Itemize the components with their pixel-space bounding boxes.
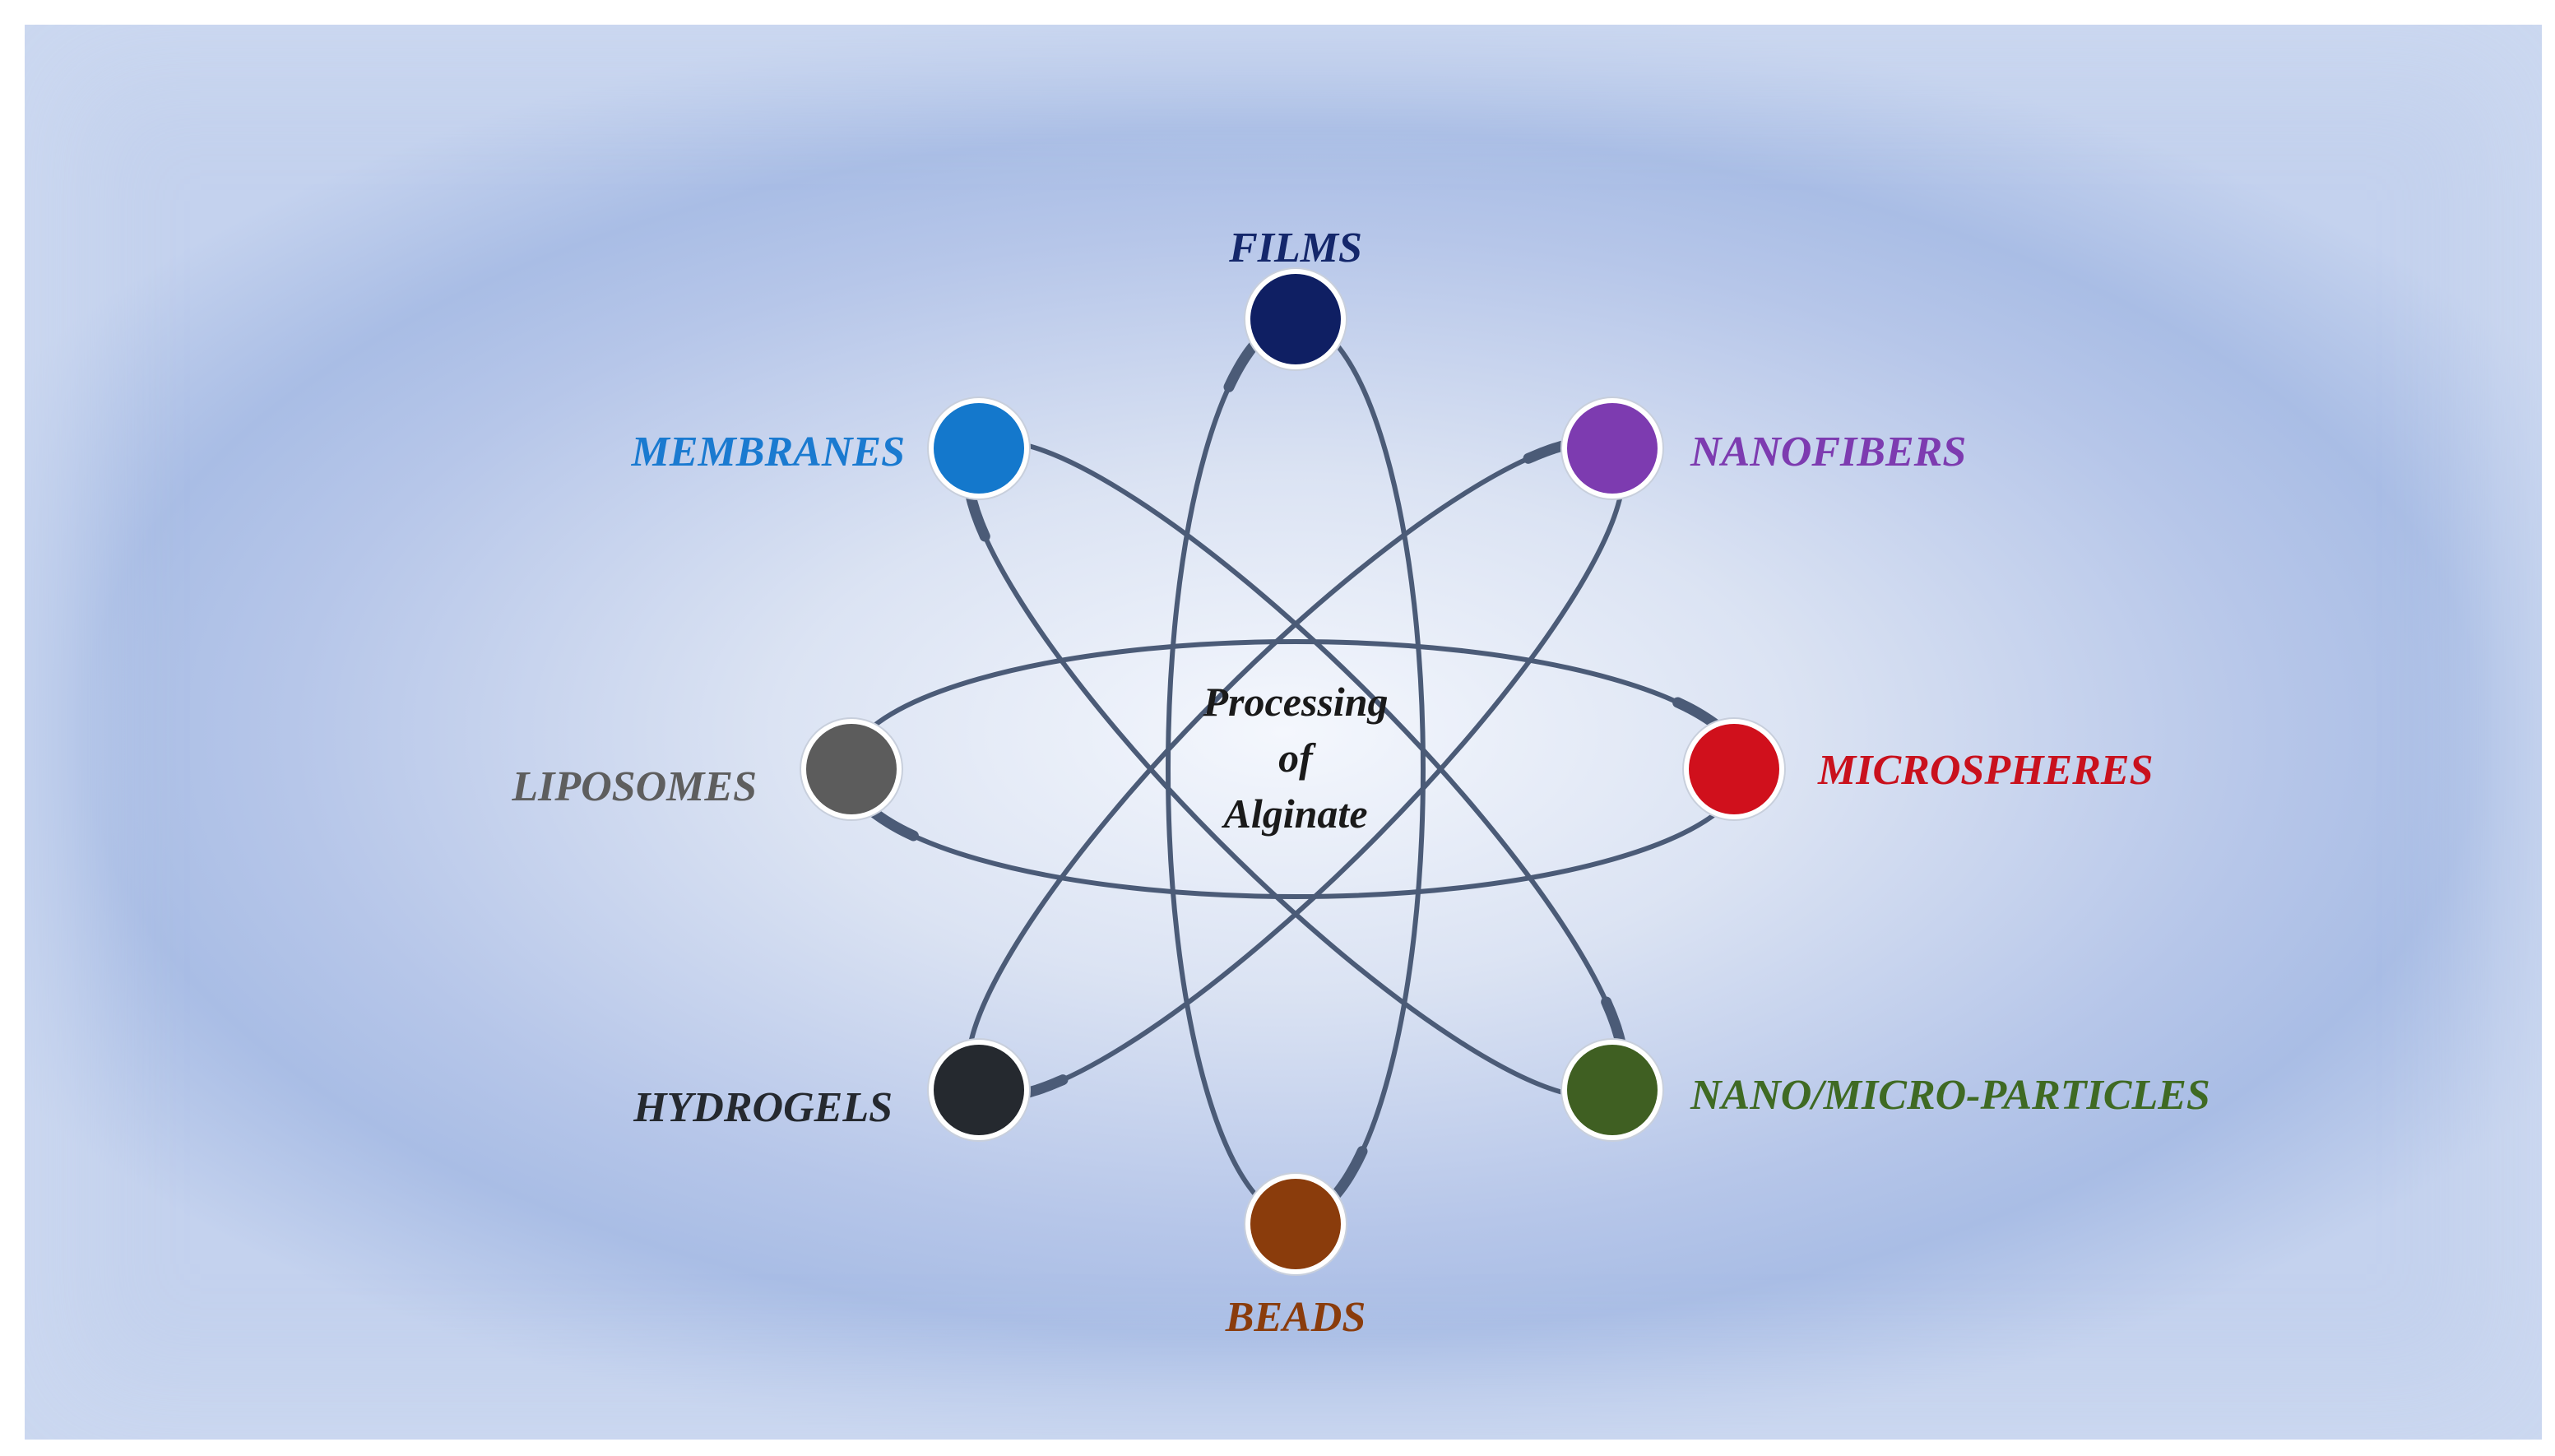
node-label-membranes: MEMBRANES: [631, 429, 905, 475]
center-label-line-1: Processing: [1203, 679, 1389, 725]
center-label-line-2: of: [1278, 735, 1316, 781]
center-label: Processing of Alginate: [1203, 679, 1389, 837]
node-dot-hydrogels: [934, 1045, 1024, 1135]
node-label-hydrogels: HYDROGELS: [633, 1084, 893, 1131]
node-beads: [1244, 1172, 1347, 1276]
node-nanofibers: [1560, 396, 1664, 500]
node-group: [800, 267, 1786, 1276]
node-nanomicroparticles: [1560, 1038, 1664, 1142]
node-label-films: FILMS: [1228, 225, 1362, 271]
node-dot-membranes: [934, 403, 1024, 494]
node-hydrogels: [927, 1038, 1031, 1142]
node-dot-microspheres: [1689, 724, 1779, 814]
node-liposomes: [800, 717, 903, 821]
node-microspheres: [1682, 717, 1786, 821]
node-label-microspheres: MICROSPHERES: [1817, 747, 2154, 794]
atom-diagram: Processing of Alginate FILMS NANOFIBERS MI…: [511, 225, 2210, 1341]
node-dot-nanofibers: [1567, 403, 1658, 494]
node-dot-liposomes: [806, 724, 897, 814]
node-dot-beads: [1250, 1179, 1341, 1269]
node-label-liposomes: LIPOSOMES: [511, 763, 757, 810]
background-panel: Processing of Alginate FILMS NANOFIBERS MI…: [25, 25, 2542, 1440]
node-membranes: [927, 396, 1031, 500]
label-group: FILMS NANOFIBERS MICROSPHERES NANO/MICRO-PA…: [511, 225, 2210, 1341]
node-dot-nanomicroparticles: [1567, 1045, 1658, 1135]
node-label-nanomicroparticles: NANO/MICRO-PARTICLES: [1690, 1072, 2210, 1119]
center-label-line-3: Alginate: [1221, 791, 1367, 837]
node-label-nanofibers: NANOFIBERS: [1690, 429, 1966, 475]
node-dot-films: [1250, 274, 1341, 364]
node-films: [1244, 267, 1347, 371]
node-label-beads: BEADS: [1225, 1294, 1366, 1341]
